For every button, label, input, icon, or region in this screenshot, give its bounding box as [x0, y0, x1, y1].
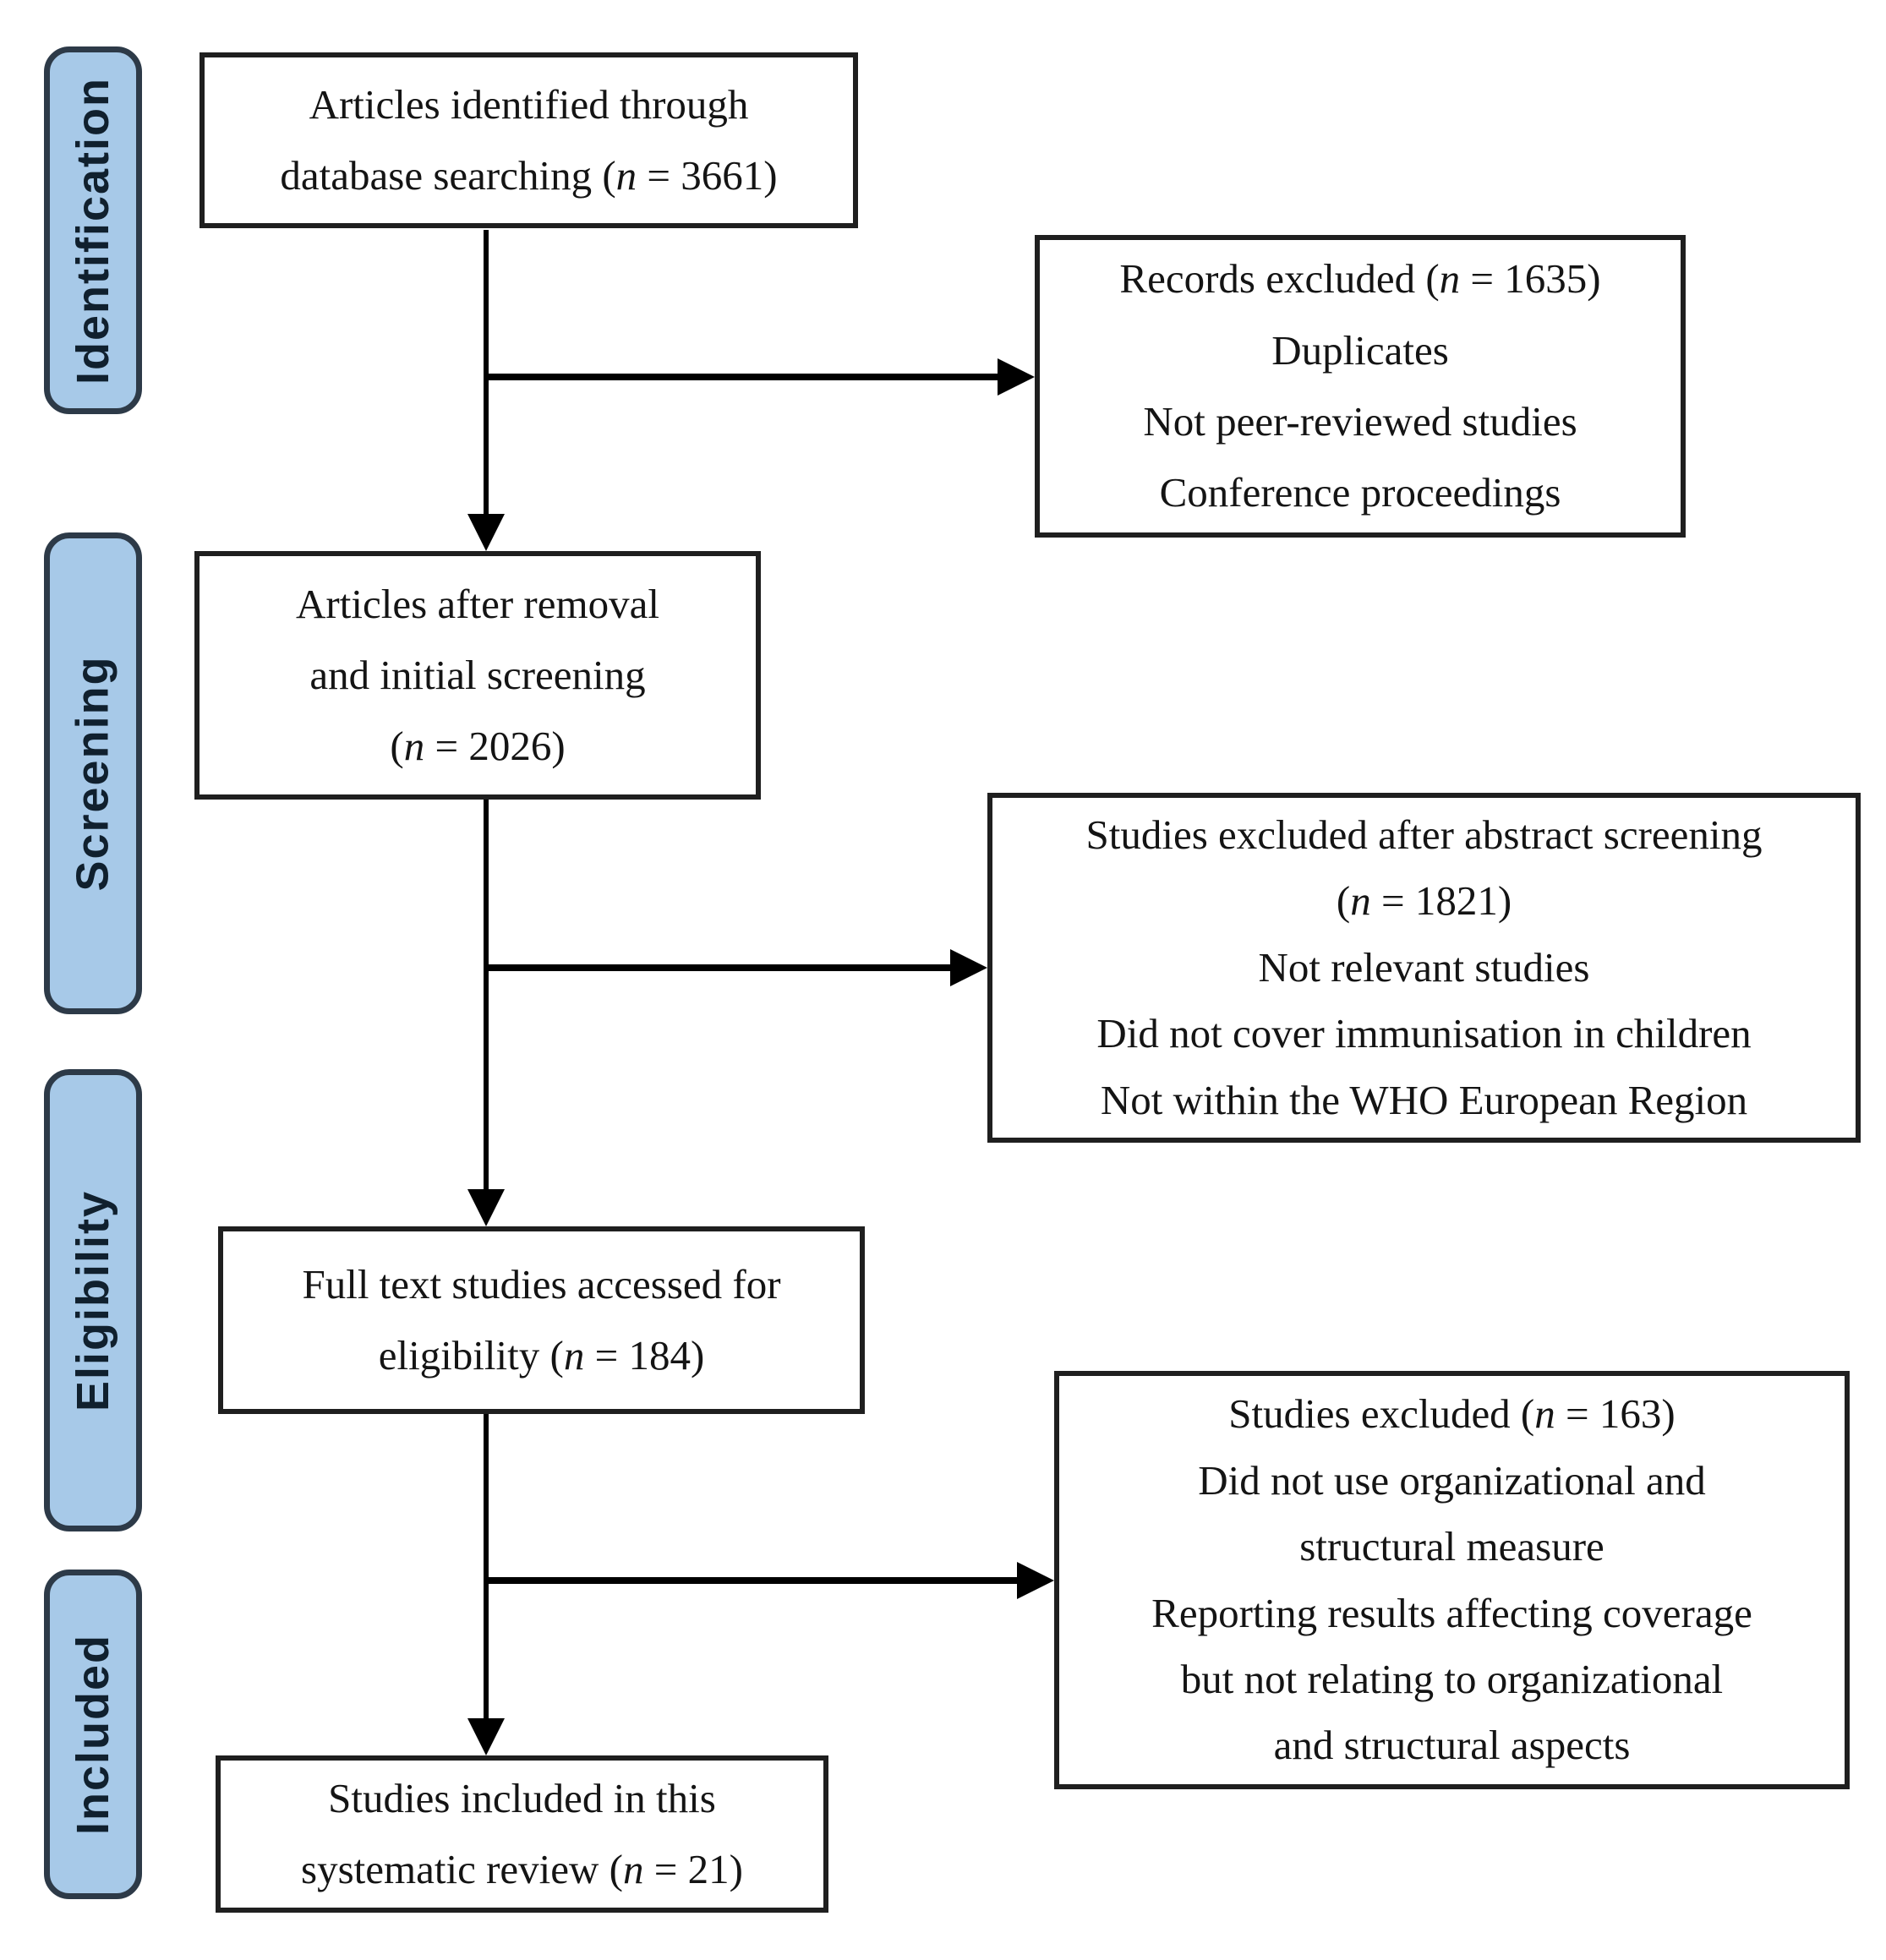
stage-bar-screening: Screening	[44, 532, 142, 1014]
box-text-line: and initial screening	[309, 651, 646, 698]
stage-label-screening: Screening	[68, 655, 118, 892]
box-full-text-assessed: Full text studies accessed for eligibilit…	[218, 1226, 865, 1414]
arrow-branch-records-excluded	[486, 358, 1035, 396]
box-articles-after-removal: Articles after removal and initial screen…	[194, 551, 761, 800]
box-abstract-screening-excluded: Studies excluded after abstract screenin…	[987, 793, 1861, 1143]
box-text-line: Studies excluded after abstract screenin…	[1085, 811, 1763, 859]
stage-label-included: Included	[68, 1633, 119, 1836]
box-text-line: (n = 2026)	[390, 723, 566, 770]
box-text-line: Did not cover immunisation in children	[1096, 1010, 1752, 1057]
box-text-line: Duplicates	[1271, 326, 1449, 374]
box-text-line: Conference proceedings	[1159, 469, 1561, 516]
stage-label-identification: Identification	[68, 76, 118, 385]
arrow-identified-to-after-removal	[467, 230, 505, 551]
box-text-line: eligibility (n = 184)	[378, 1332, 705, 1379]
box-articles-identified: Articles identified through database sear…	[200, 52, 858, 228]
box-studies-included: Studies included in this systematic revie…	[216, 1755, 828, 1913]
box-text-line: Studies excluded (n = 163)	[1228, 1390, 1676, 1438]
box-text-line: Not relevant studies	[1258, 943, 1590, 991]
arrow-branch-abstract-excluded	[486, 949, 987, 986]
box-full-text-excluded: Studies excluded (n = 163) Did not use or…	[1054, 1371, 1850, 1789]
box-text-line: Not within the WHO European Region	[1100, 1076, 1748, 1123]
stage-label-eligibility: Eligibility	[68, 1189, 118, 1411]
arrow-after-removal-to-full-text	[467, 800, 505, 1226]
box-text-line: Records excluded (n = 1635)	[1119, 255, 1601, 303]
box-text-line: Full text studies accessed for	[302, 1260, 781, 1308]
box-text-line: database searching (n = 3661)	[280, 152, 778, 199]
arrow-full-text-to-included	[467, 1414, 505, 1755]
stage-bar-identification: Identification	[44, 46, 142, 414]
box-text-line: and structural aspects	[1273, 1722, 1631, 1769]
box-text-line: Studies included in this	[328, 1774, 716, 1821]
box-text-line: Articles identified through	[309, 80, 749, 128]
stage-bar-eligibility: Eligibility	[44, 1069, 142, 1531]
box-text-line: structural measure	[1299, 1523, 1604, 1570]
box-text-line: Articles after removal	[296, 580, 659, 627]
box-text-line: Did not use organizational and	[1198, 1456, 1706, 1504]
stage-bar-included: Included	[44, 1570, 142, 1899]
box-text-line: (n = 1821)	[1336, 877, 1512, 925]
box-text-line: systematic review (n = 21)	[301, 1846, 743, 1892]
box-text-line: but not relating to organizational	[1180, 1655, 1724, 1702]
arrow-branch-fulltext-excluded	[486, 1562, 1054, 1599]
box-text-line: Not peer-reviewed studies	[1143, 398, 1577, 445]
box-text-line: Reporting results affecting coverage	[1151, 1589, 1752, 1636]
